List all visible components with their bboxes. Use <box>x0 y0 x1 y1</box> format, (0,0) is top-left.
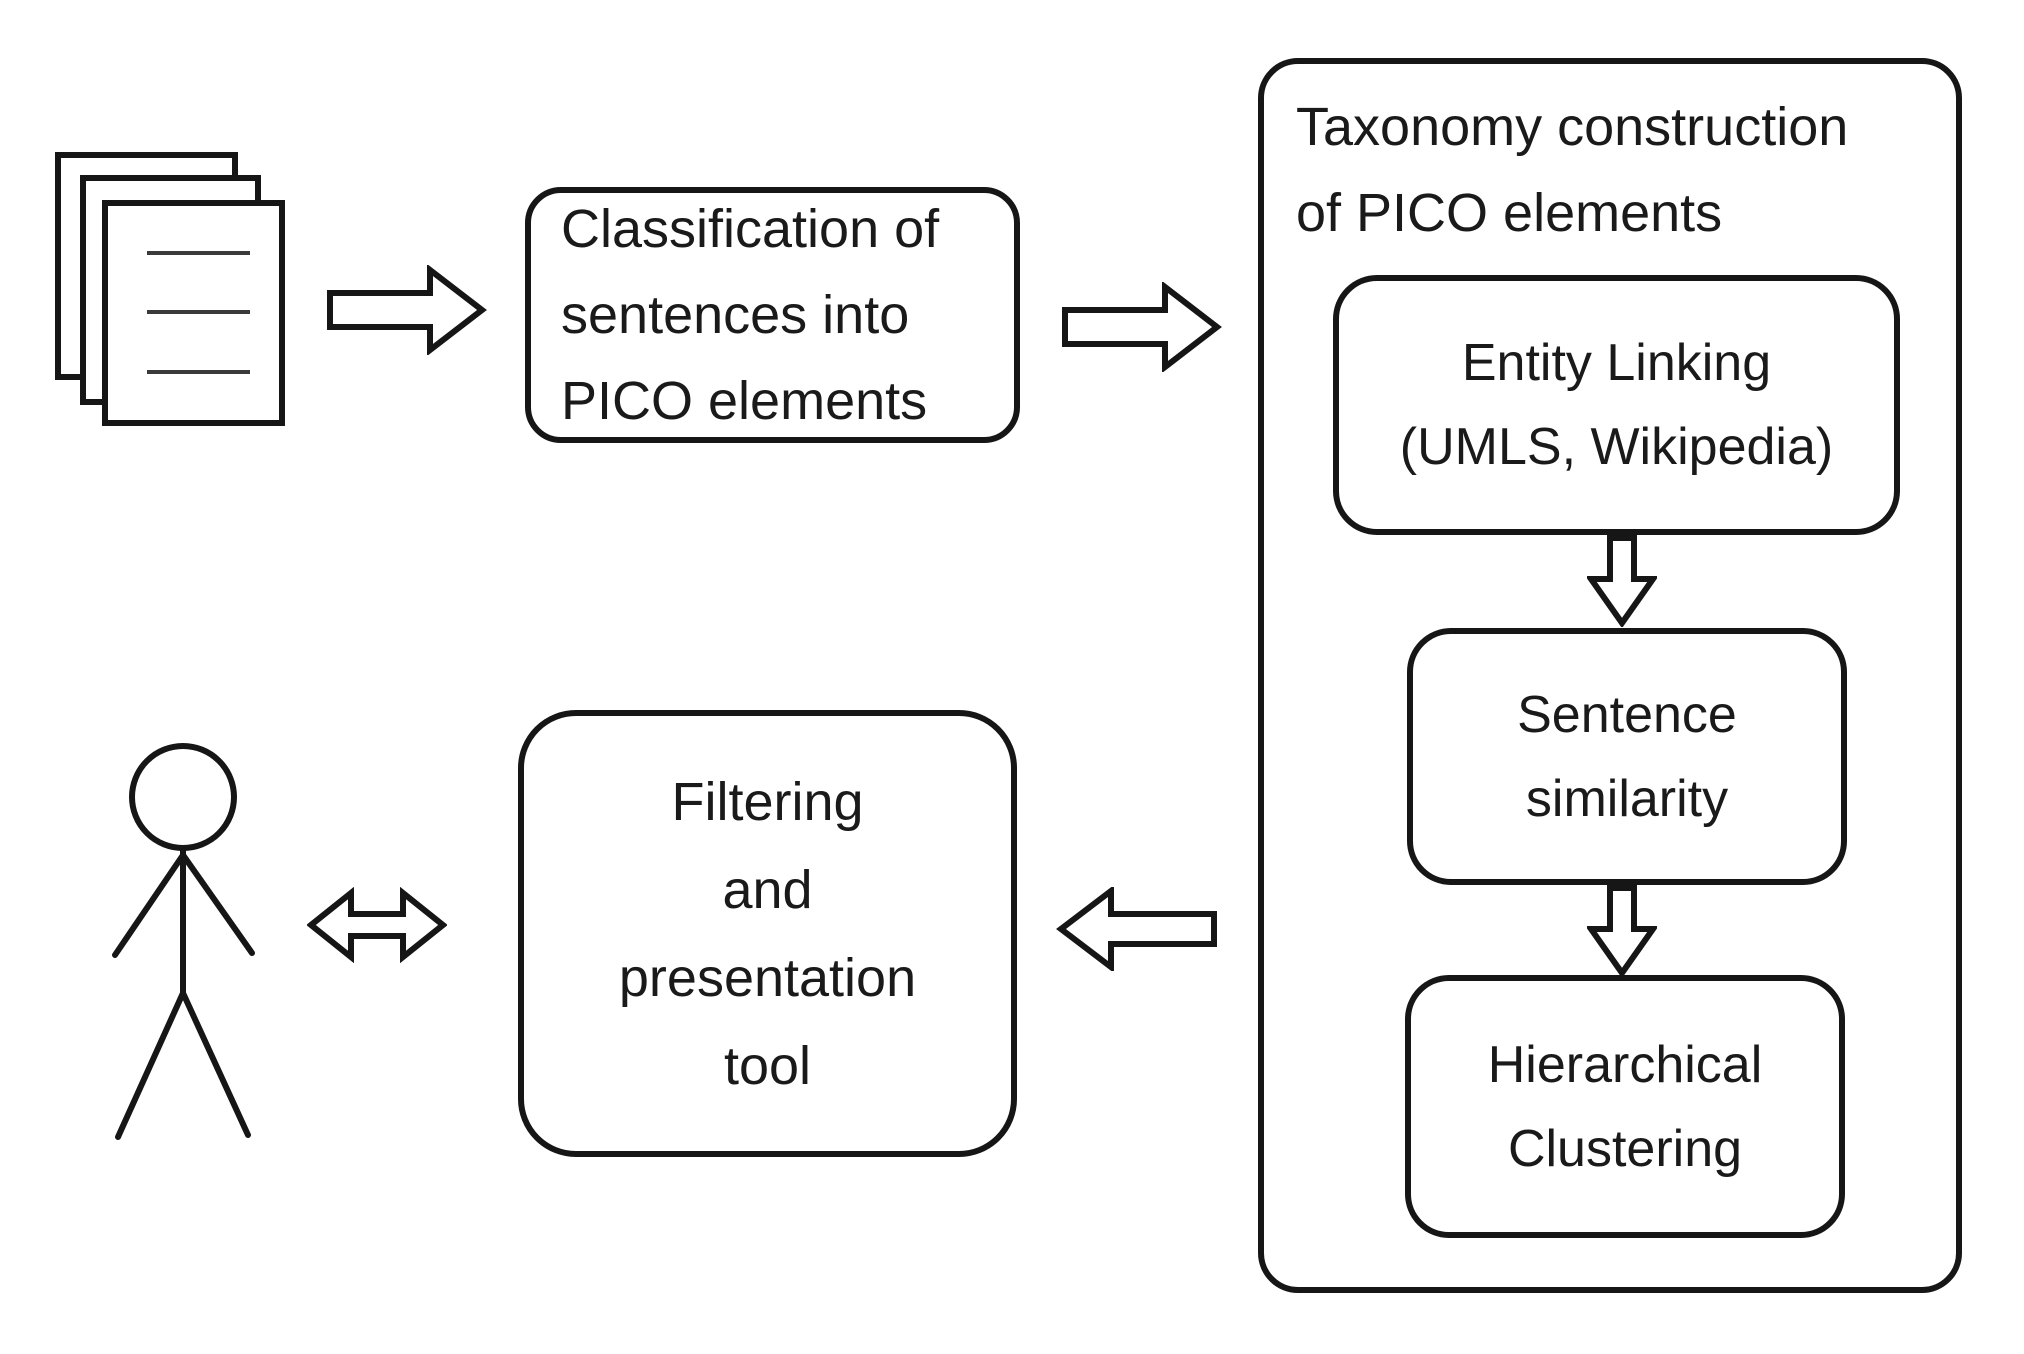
person-stick-figure-icon <box>112 743 255 1140</box>
arrow-down-icon <box>1587 535 1657 627</box>
box-line: Sentence <box>1517 685 1737 744</box>
title-line: Taxonomy construction <box>1296 97 1849 157</box>
taxonomy-container-title: Taxonomy construction of PICO elements <box>1296 84 1848 256</box>
person-arm-left <box>112 852 186 958</box>
title-line: of PICO elements <box>1296 183 1723 243</box>
box-line: PICO elements <box>561 371 928 431</box>
person-arm-right <box>180 852 255 956</box>
filtering-presentation-tool-box: Filtering and presentation tool <box>518 710 1017 1157</box>
box-line: tool <box>723 1035 812 1096</box>
arrow-down-icon <box>1587 885 1657 977</box>
sentence-similarity-box: Sentence similarity <box>1407 628 1847 885</box>
box-line: similarity <box>1525 769 1729 828</box>
box-line: Entity Linking <box>1461 334 1772 392</box>
arrow-right-icon <box>1062 282 1222 372</box>
box-line: Clustering <box>1507 1119 1743 1178</box>
box-line: Hierarchical <box>1487 1035 1763 1094</box>
person-leg-right <box>180 990 251 1138</box>
classification-box: Classification of sentences into PICO el… <box>525 187 1020 443</box>
box-line: (UMLS, Wikipedia) <box>1399 418 1834 476</box>
box-line: presentation <box>618 947 917 1008</box>
hierarchical-clustering-box: Hierarchical Clustering <box>1405 975 1845 1238</box>
person-leg-left <box>115 990 186 1140</box>
box-line: sentences into <box>561 285 910 345</box>
box-line: and <box>722 859 813 920</box>
box-line: Filtering <box>671 771 864 832</box>
taxonomy-construction-container: Taxonomy construction of PICO elements E… <box>1258 58 1962 1293</box>
arrow-left-icon <box>1056 887 1217 971</box>
box-line: Classification of <box>561 199 940 259</box>
person-head <box>129 743 237 851</box>
arrow-left-right-icon <box>307 887 447 963</box>
arrow-right-icon <box>327 265 487 355</box>
document-stack-icon <box>55 152 285 426</box>
entity-linking-box: Entity Linking (UMLS, Wikipedia) <box>1333 275 1900 535</box>
